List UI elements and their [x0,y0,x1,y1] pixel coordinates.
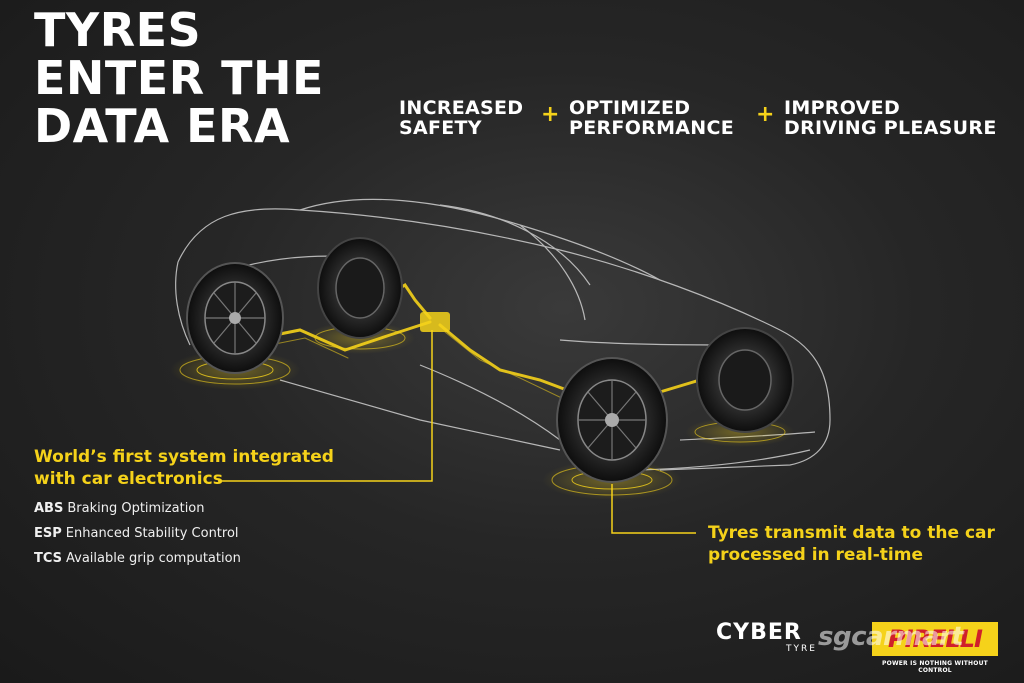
feature-abbr: ESP [34,526,62,541]
cyber-logo-sub: TYRE [786,644,817,654]
tyre-icon [317,237,403,339]
feature-text: Available grip computation [66,551,241,566]
benefit-line: INCREASED [399,97,524,119]
tyre-icon [556,357,668,483]
page-title: TYRES ENTER THE DATA ERA [34,6,324,150]
pirelli-logo: PIRELLI [872,622,998,656]
feature-abbr: TCS [34,551,63,566]
feature-text: Braking Optimization [67,501,205,516]
feature-abbr: ABS [34,501,64,516]
pirelli-tagline: POWER IS NOTHING WITHOUT CONTROL [882,660,988,674]
title-line-1: TYRES [34,3,202,57]
tyre-icon [186,262,284,374]
plus-icon: + [756,102,775,127]
plus-icon: + [541,102,560,127]
watermark: sgcarmart [818,622,964,652]
benefit-line: OPTIMIZED [569,97,691,119]
benefit-line: DRIVING PLEASURE [784,117,997,139]
benefit-line: SAFETY [399,117,482,139]
title-line-3: DATA ERA [34,99,291,153]
benefit-line: PERFORMANCE [569,117,735,139]
callout-line: processed in real-time [708,545,924,565]
benefits-row: INCREASED SAFETY + OPTIMIZED PERFORMANCE… [0,98,1024,142]
callout-transmit: Tyres transmit data to the car processed… [708,522,995,566]
benefit-driving-pleasure: IMPROVED DRIVING PLEASURE [784,98,997,138]
callout-line: World’s first system integrated [34,447,334,467]
feature-text: Enhanced Stability Control [65,526,239,541]
benefit-safety: INCREASED SAFETY [399,98,523,138]
title-line-2: ENTER THE [34,51,324,105]
callout-leader-left [218,330,433,482]
benefit-line: IMPROVED [784,97,901,119]
benefit-performance: OPTIMIZED PERFORMANCE [569,98,734,138]
cyber-tyre-logo: CYBER TYRE [716,620,815,654]
tyre-icon [696,327,794,433]
callout-line: Tyres transmit data to the car [708,523,995,543]
control-unit [420,312,450,332]
callout-leader-right [611,484,696,534]
cyber-logo-text: CYBER [716,620,802,645]
callout-electronics: World’s first system integrated with car… [34,446,334,490]
callout-line: with car electronics [34,469,223,489]
